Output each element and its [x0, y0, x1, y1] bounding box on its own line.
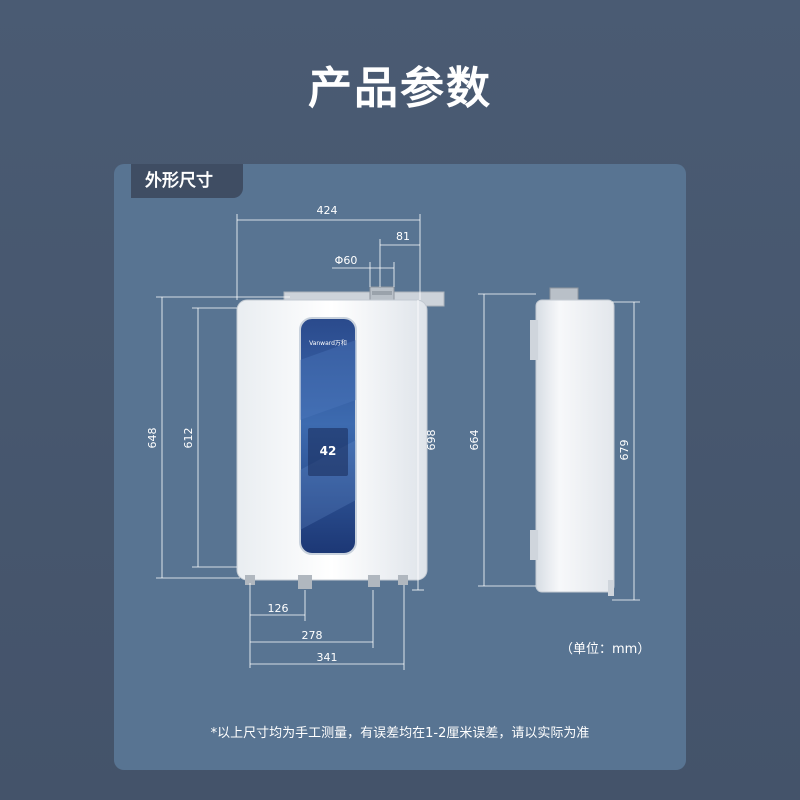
page-title: 产品参数 — [308, 63, 492, 114]
footnote: *以上尺寸均为手工测量，有误差均在1-2厘米误差，请以实际为准 — [210, 726, 590, 741]
dim-right-offset: 81 — [396, 230, 410, 243]
dim-side-right-height: 679 — [618, 440, 631, 461]
side-view-heater — [530, 287, 615, 596]
panel-brand: Vanward万和 — [309, 339, 347, 347]
front-dimension-lines — [156, 214, 424, 670]
panel-temperature: 42 — [320, 444, 337, 458]
dim-left-outer-height: 648 — [146, 428, 159, 449]
dim-top-width: 424 — [317, 204, 338, 217]
dim-pipe-diameter: Φ60 — [335, 254, 358, 267]
unit-label: （单位：mm） — [560, 642, 651, 657]
dim-bottom-long: 341 — [317, 651, 338, 664]
front-view-heater: 42 Vanward万和 — [236, 286, 445, 589]
dim-bottom-mid: 278 — [302, 629, 323, 642]
dim-bottom-short: 126 — [268, 602, 289, 615]
section-label: 外形尺寸 — [131, 164, 243, 198]
dim-side-left-height: 664 — [468, 430, 481, 451]
dim-front-right-height: 698 — [425, 430, 438, 451]
dim-left-inner-height: 612 — [182, 428, 195, 449]
side-dimension-lines — [478, 293, 640, 601]
